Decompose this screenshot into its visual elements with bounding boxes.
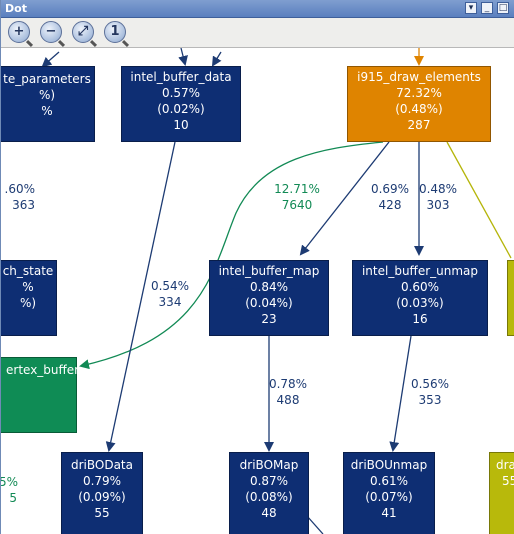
node-intel-buffer-data[interactable]: intel_buffer_data 0.57% (0.02%) 10 <box>121 66 241 142</box>
node-dribomap[interactable]: driBOMap 0.87% (0.08%) 48 <box>229 452 309 534</box>
edge-i915-olive <box>446 141 512 259</box>
zoom-100-button[interactable]: 1 <box>104 21 130 48</box>
node-calls: 48 <box>261 506 277 520</box>
edge-top-bufdata-1 <box>178 48 188 66</box>
node-pct: 0.84% <box>249 280 289 294</box>
node-name: ch_state <box>2 264 54 278</box>
node-draw-right[interactable]: drav 55 <box>489 452 514 534</box>
node-self: (0.02%) <box>157 102 205 116</box>
edge-calls: 353 <box>418 393 442 407</box>
edge-calls: 7640 <box>281 198 313 212</box>
edge-pct: 0.78% <box>268 377 308 391</box>
edge-label-054: 0.54% 334 <box>147 278 193 310</box>
node-intel-buffer-unmap[interactable]: intel_buffer_unmap 0.60% (0.03%) 16 <box>352 260 488 336</box>
node-name: driBOUnmap <box>350 458 428 472</box>
title-bar[interactable]: Dot ▾ _ □ <box>1 0 514 18</box>
node-pct: 0.57% <box>161 86 201 100</box>
node-self: (0.04%) <box>245 296 293 310</box>
node-pct: 0.61% <box>369 474 409 488</box>
node-calls: 287 <box>407 118 431 132</box>
edge-pct: 5% <box>1 475 19 489</box>
node-self: (0.07%) <box>365 490 413 504</box>
edge-label-056: 0.56% 353 <box>407 376 453 408</box>
zoom-in-button[interactable]: + <box>8 21 34 48</box>
edge-i915-map <box>299 141 390 256</box>
node-ch-state[interactable]: ch_state % %) <box>1 260 57 336</box>
edge-calls: 303 <box>426 198 450 212</box>
edge-calls: 428 <box>378 198 402 212</box>
edge-calls: 363 <box>12 198 35 212</box>
edge-pct: .60% <box>4 182 36 196</box>
maximize-button[interactable]: □ <box>497 2 509 14</box>
edge-calls: 334 <box>158 295 182 309</box>
node-olive-right[interactable] <box>507 260 514 336</box>
zoom-in-icon: + <box>13 24 25 39</box>
edge-pct: 0.54% <box>150 279 190 293</box>
node-name: intel_buffer_data <box>130 70 232 84</box>
toolbar: + − ⤢ 1 <box>1 18 514 48</box>
node-pct: 0.60% <box>400 280 440 294</box>
node-dribounmap[interactable]: driBOUnmap 0.61% (0.07%) 41 <box>343 452 435 534</box>
zoom-fit-icon: ⤢ <box>77 24 89 39</box>
edge-pct: 12.71% <box>274 182 320 196</box>
node-state-parameters[interactable]: te_parameters %) % <box>1 66 95 142</box>
node-vertex-buffer[interactable]: ertex_buffer <box>1 357 80 433</box>
node-self: %) <box>19 296 37 310</box>
edge-bottom <box>306 515 324 534</box>
node-intel-buffer-map[interactable]: intel_buffer_map 0.84% (0.04%) 23 <box>209 260 329 336</box>
node-pct: 55 <box>502 474 514 488</box>
node-name: driBOMap <box>239 458 299 472</box>
minimize-button[interactable]: _ <box>481 2 493 14</box>
window-menu-button[interactable]: ▾ <box>465 2 477 14</box>
zoom-100-icon: 1 <box>110 24 120 39</box>
edge-label-left-060: .60% 363 <box>1 181 36 213</box>
graph-canvas[interactable]: te_parameters %) % intel_buffer_data 0.5… <box>1 48 514 534</box>
node-name: drav <box>496 458 514 472</box>
node-calls: 16 <box>412 312 428 326</box>
node-self: (0.09%) <box>78 490 126 504</box>
edge-calls: 488 <box>276 393 300 407</box>
edge-top-bufdata-2 <box>211 51 222 67</box>
edge-label-048: 0.48% 303 <box>415 181 461 213</box>
node-name: ertex_buffer <box>6 363 80 377</box>
edge-top-left <box>41 51 60 68</box>
node-calls: 41 <box>381 506 397 520</box>
node-name: driBOData <box>70 458 133 472</box>
zoom-fit-button[interactable]: ⤢ <box>72 21 98 48</box>
node-name: te_parameters <box>3 72 91 86</box>
node-self: (0.03%) <box>396 296 444 310</box>
zoom-out-button[interactable]: − <box>40 21 66 48</box>
edge-unmap-dribounmap <box>389 335 412 452</box>
node-name: i915_draw_elements <box>357 70 481 84</box>
edge-label-green-bottom: 5% 5 <box>1 474 19 506</box>
window-title: Dot <box>5 2 27 15</box>
node-pct: 72.32% <box>396 86 442 100</box>
edge-label-069: 0.69% 428 <box>367 181 413 213</box>
node-name: intel_buffer_unmap <box>361 264 479 278</box>
edge-label-1271: 12.71% 7640 <box>267 181 327 213</box>
edge-label-078: 0.78% 488 <box>265 376 311 408</box>
edge-calls: 5 <box>9 491 17 505</box>
node-self: (0.08%) <box>245 490 293 504</box>
node-calls: 55 <box>94 506 110 520</box>
node-self: % <box>41 104 53 118</box>
node-dribodata[interactable]: driBOData 0.79% (0.09%) 55 <box>61 452 143 534</box>
node-pct: %) <box>38 88 56 102</box>
node-calls: 10 <box>173 118 189 132</box>
graph-edges <box>41 48 512 534</box>
node-pct: 0.87% <box>249 474 289 488</box>
node-self: (0.48%) <box>395 102 443 116</box>
node-calls: 23 <box>261 312 277 326</box>
edge-pct: 0.48% <box>418 182 458 196</box>
node-pct: 0.79% <box>82 474 122 488</box>
edge-pct: 0.56% <box>410 377 450 391</box>
edge-i915-vertex <box>79 141 384 370</box>
node-name: intel_buffer_map <box>218 264 320 278</box>
zoom-out-icon: − <box>45 24 57 39</box>
node-pct: % <box>22 280 34 294</box>
edge-pct: 0.69% <box>370 182 410 196</box>
node-i915-draw-elements[interactable]: i915_draw_elements 72.32% (0.48%) 287 <box>347 66 491 142</box>
edge-bufdata-dribodata <box>105 141 176 452</box>
